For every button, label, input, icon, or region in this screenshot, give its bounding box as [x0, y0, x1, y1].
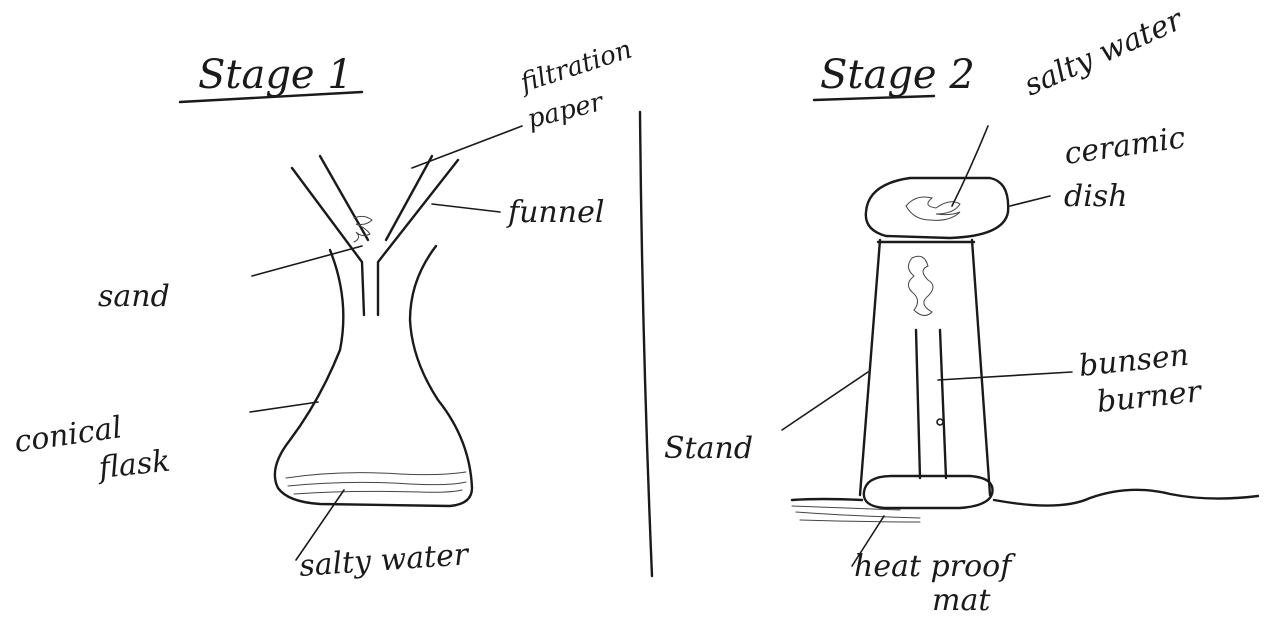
- label-sand: sand: [98, 279, 170, 314]
- funnel-left-side: [292, 168, 364, 315]
- water-line-2: [288, 482, 466, 486]
- stage-2: Stage 2: [664, 2, 1258, 617]
- label-mat: mat: [932, 583, 991, 617]
- stand-left-leg: [860, 240, 880, 495]
- water-line-1: [286, 472, 466, 478]
- mat-line-right: [994, 490, 1258, 506]
- stage-2-title: Stage 2: [820, 52, 975, 98]
- stage-divider: [640, 112, 652, 576]
- label-filtration-paper-1: filtration: [515, 35, 636, 100]
- filter-paper-left: [320, 156, 368, 240]
- tripod-stand: [860, 240, 990, 495]
- water-line-3: [294, 490, 462, 494]
- label-dish: dish: [1064, 179, 1128, 214]
- label-stand: Stand: [664, 431, 753, 466]
- label-burner: burner: [1095, 374, 1204, 420]
- flame: [908, 256, 933, 315]
- dish-salty-water: [906, 197, 960, 220]
- leader-conical-flask: [250, 402, 318, 412]
- mat-hatch-3: [800, 520, 920, 522]
- stage-1: Stage 1 filtration paper funnel sand con…: [12, 35, 635, 584]
- stage-1-title: Stage 1: [198, 52, 353, 98]
- burner-tube-right: [940, 330, 946, 478]
- leader-salty-water-2: [952, 126, 988, 206]
- ceramic-dish: [866, 178, 1008, 238]
- stand-right-leg: [972, 240, 990, 495]
- dish-outline: [866, 178, 1008, 238]
- funnel: [292, 156, 458, 315]
- leader-sand: [252, 246, 362, 276]
- burner-base: [864, 476, 993, 508]
- label-heat-proof: heat proof: [854, 549, 1016, 584]
- air-hole: [937, 419, 943, 425]
- label-salty-water-1: salty water: [298, 537, 471, 584]
- label-funnel: funnel: [506, 195, 604, 230]
- label-ceramic: ceramic: [1062, 120, 1188, 172]
- mat-line-left: [792, 499, 862, 500]
- label-conical-2: flask: [95, 444, 172, 486]
- mat-hatch-2: [796, 512, 920, 518]
- heat-proof-mat: [792, 490, 1258, 522]
- leader-bunsen-burner: [938, 372, 1072, 380]
- leader-ceramic-dish: [1010, 196, 1050, 206]
- label-salty-water-2: salty water: [1019, 2, 1189, 103]
- leader-filtration-paper: [412, 126, 522, 168]
- leader-funnel: [432, 204, 500, 212]
- bunsen-burner: [864, 256, 993, 508]
- burner-tube-left: [916, 330, 920, 478]
- filter-paper-right: [386, 156, 432, 240]
- conical-flask: [275, 246, 472, 506]
- leader-stand: [782, 372, 868, 430]
- flask-outline: [275, 246, 472, 506]
